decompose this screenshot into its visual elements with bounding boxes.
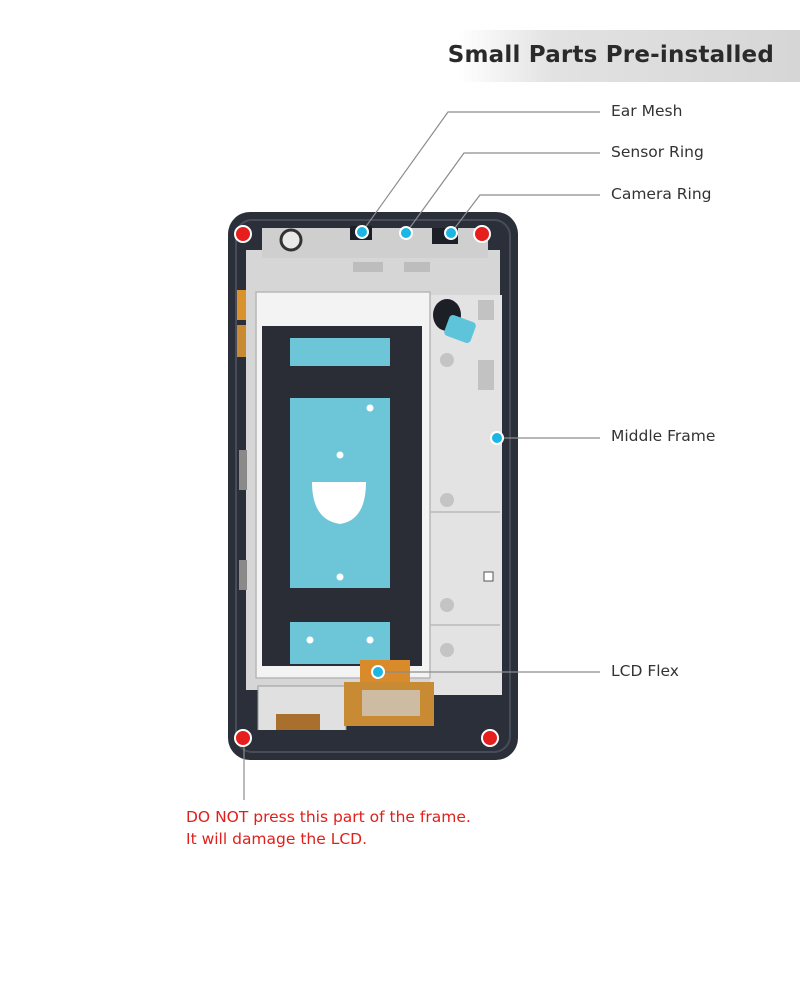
sensor-ring-marker	[399, 226, 413, 240]
header-banner: Small Parts Pre-installed	[448, 30, 800, 82]
corner-warning-marker	[234, 225, 252, 243]
outer-frame-inner-edge	[235, 219, 511, 753]
warning-note: DO NOT press this part of the frame. It …	[186, 806, 471, 850]
top-slot	[353, 262, 383, 272]
flex-tab	[276, 714, 320, 732]
middle-frame-label: Middle Frame	[611, 427, 716, 445]
tape-dot	[336, 451, 344, 459]
screw-hole	[440, 598, 454, 612]
camera-ring-label: Camera Ring	[611, 185, 712, 203]
corner-warning-marker	[234, 729, 252, 747]
lcd-flex-label: LCD Flex	[611, 662, 679, 680]
tape-bottom	[290, 622, 390, 664]
ear-mesh-leader	[361, 111, 600, 233]
tape-dot	[336, 573, 344, 581]
tape-dot	[366, 636, 374, 644]
rail-slot	[478, 360, 494, 390]
screw-hole	[440, 643, 454, 657]
rail-square	[483, 571, 494, 582]
screw-hole	[440, 353, 454, 367]
page-title: Small Parts Pre-installed	[447, 42, 774, 68]
sensor-ring-leader	[405, 152, 600, 234]
tape-top	[290, 338, 390, 366]
side-bracket	[239, 450, 247, 490]
ear-mesh-label: Ear Mesh	[611, 102, 683, 120]
lcd-flex-connector	[360, 660, 410, 682]
screw-hole	[440, 493, 454, 507]
side-button	[237, 325, 246, 357]
middle-frame-marker	[490, 431, 504, 445]
ear-mesh-marker	[355, 225, 369, 239]
sensor-ring-label: Sensor Ring	[611, 143, 704, 161]
side-bracket	[239, 560, 247, 590]
side-button	[237, 290, 246, 320]
tape-cutout	[312, 482, 366, 524]
camera-flex-strip	[444, 315, 476, 343]
rail-slot	[478, 300, 494, 320]
tape-dot	[306, 636, 314, 644]
corner-warning-marker	[473, 225, 491, 243]
lcd-flex-marker	[371, 665, 385, 679]
tape-dot	[366, 404, 374, 412]
flex-shield	[362, 690, 420, 716]
earpiece-hole	[279, 228, 303, 252]
camera-ring-marker	[444, 226, 458, 240]
top-slot	[404, 262, 430, 272]
warning-line-2: It will damage the LCD.	[186, 830, 368, 848]
bottom-edge	[246, 730, 500, 746]
warning-line-1: DO NOT press this part of the frame.	[186, 808, 471, 826]
camera-ring-leader	[450, 194, 600, 234]
corner-warning-marker	[481, 729, 499, 747]
